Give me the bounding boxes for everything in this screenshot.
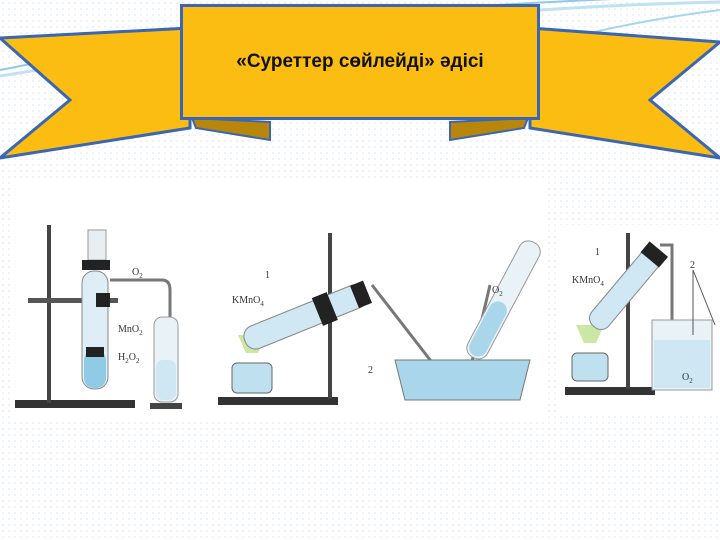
apparatus-middle: KMnO4 1 2 O2 [218, 233, 541, 405]
label-kmno4-right: KMnO4 [572, 275, 604, 288]
label-1-mid: 1 [265, 270, 270, 281]
apparatus-right: KMnO4 1 2 O2 [565, 233, 716, 395]
label-o2-left: O2 [132, 267, 143, 280]
label-kmno4-mid: KMnO4 [232, 295, 264, 308]
title-box: «Суреттер сөйлейді» әдісі [180, 4, 540, 120]
ribbon-banner [0, 26, 720, 160]
lab-apparatus-figure: O2 MnO2 H2O2 KMnO4 1 2 O2 [10, 180, 720, 420]
label-mno2: MnO2 [118, 324, 143, 337]
label-2-right: 2 [690, 260, 695, 271]
apparatus-left: O2 MnO2 H2O2 [15, 225, 182, 409]
label-h2o2: H2O2 [118, 352, 140, 365]
slide-title: «Суреттер сөйлейді» әдісі [236, 51, 484, 72]
label-o2-right: O2 [682, 372, 693, 385]
label-o2-mid: O2 [492, 285, 503, 298]
label-1-right: 1 [595, 247, 600, 258]
label-2-mid: 2 [368, 365, 373, 376]
